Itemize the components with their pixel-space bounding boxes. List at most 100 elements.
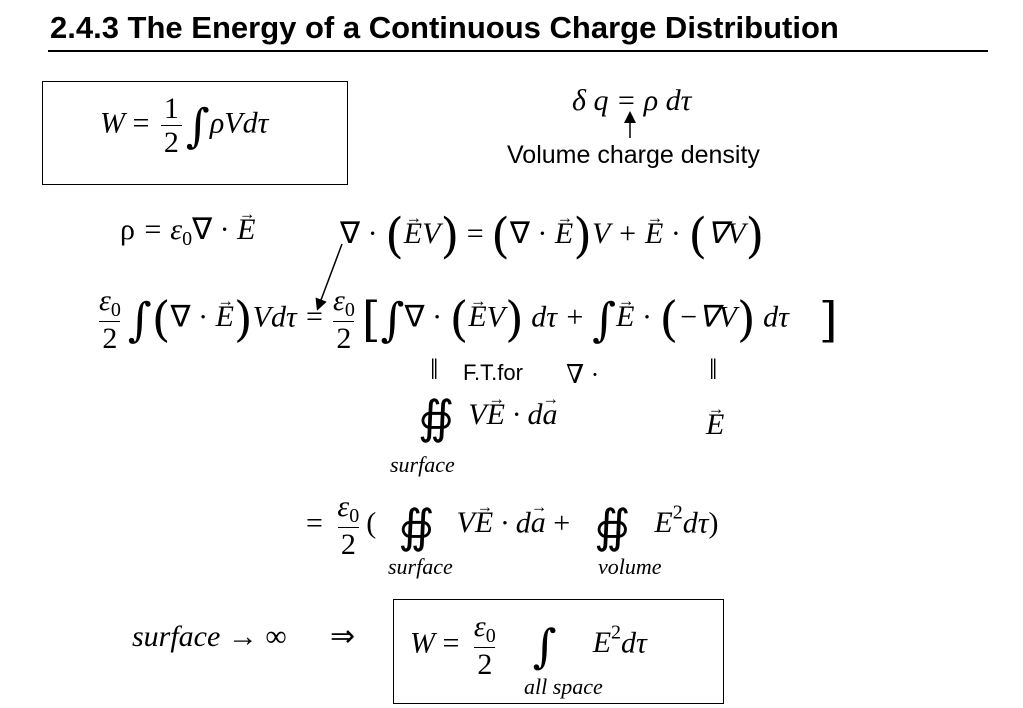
surface-label: surface	[390, 452, 455, 477]
potential-term: V +	[591, 216, 645, 250]
volume-element: dτ	[682, 506, 709, 540]
gauss-law-equation: ρ = ε0∇ · E	[120, 213, 255, 250]
surface-word: surface	[132, 620, 221, 653]
e-field-symbol: E	[592, 626, 612, 660]
energy-line-three: = ε0 2 (∯VE · da +∯E2dτ)	[306, 490, 719, 561]
dot-operator: ·	[634, 300, 660, 334]
surface-label: surface	[388, 554, 453, 579]
volume-element: dτ	[755, 300, 789, 334]
closed-surface-integral-sign: ∯	[398, 498, 435, 553]
integrand-tail: Vdτ	[252, 300, 297, 334]
negative-gradient-v: −∇V	[678, 300, 737, 334]
divergence-operator: ∇ ·	[170, 300, 216, 334]
integral-sign: ∫	[380, 292, 405, 347]
open-paren: (	[491, 208, 510, 264]
energy-formula-box	[42, 81, 348, 185]
integral-sign: ∫	[532, 618, 557, 673]
equivalence-mark: ‖	[709, 353, 718, 386]
one-half-fraction: 1 2	[160, 92, 182, 159]
divergence-operator: ∇ ·	[340, 216, 386, 250]
e-field-vector: E	[475, 508, 493, 538]
fraction-numerator: ε0	[334, 490, 362, 527]
area-element: · d	[493, 506, 531, 540]
implies-arrow: ⇒	[330, 620, 356, 653]
potential-symbol: V	[468, 397, 487, 431]
epsilon-over-two: ε0 2	[471, 610, 499, 681]
potential-symbol: V	[422, 216, 441, 250]
e-field-note: E	[706, 410, 724, 440]
open-paren: (	[366, 506, 377, 540]
rho-symbol: ρ	[120, 213, 135, 246]
surface-limit: surface → ∞	[132, 622, 287, 652]
close-paren: )	[708, 506, 719, 540]
left-bracket: [	[361, 291, 381, 348]
energy-expansion-left: ε0 2 ∫(∇ · E)Vdτ	[92, 284, 297, 355]
w-symbol: W	[410, 626, 435, 660]
e-field-symbol: E	[654, 506, 673, 540]
e-field-vector: E	[706, 410, 724, 440]
integral-sign: ∫	[592, 292, 617, 347]
fraction-denominator: 2	[99, 321, 121, 355]
epsilon-symbol: = ε	[134, 213, 183, 246]
close-paren: )	[504, 291, 524, 348]
energy-expansion-right: ε0 2 [∫∇ · (EV) dτ + ∫E · (−∇V) dτ]	[326, 284, 838, 355]
epsilon-subscript: 0	[485, 625, 496, 647]
close-paren: )	[440, 208, 460, 264]
integral-sign: ∫	[185, 98, 210, 153]
fraction-denominator: 2	[337, 527, 359, 561]
integrand: ρVdτ	[209, 106, 269, 140]
e-field-vector: E	[645, 218, 663, 249]
closed-volume-integral-sign: ∯	[594, 498, 631, 553]
equals-sign: =	[459, 216, 492, 250]
open-paren: (	[659, 291, 679, 348]
epsilon-subscript: 0	[182, 228, 193, 250]
integral-sign: ∫	[127, 292, 152, 347]
close-paren: )	[736, 291, 756, 348]
epsilon-symbol: ε	[337, 490, 350, 523]
volume-element: dτ +	[523, 300, 593, 334]
divergence-symbol-note: ∇ ·	[566, 360, 600, 389]
open-paren: (	[688, 208, 708, 264]
e-field-vector: E	[487, 399, 505, 430]
divergence-operator: ∇ ·	[404, 300, 450, 334]
epsilon-subscript: 0	[349, 505, 360, 527]
fraction-numerator: 1	[163, 92, 179, 125]
e-field-vector: E	[237, 215, 255, 245]
area-vector: a	[542, 399, 557, 430]
open-paren: (	[449, 291, 469, 348]
divergence-operator: ∇ ·	[192, 213, 238, 246]
e-field-vector: E	[616, 302, 634, 332]
final-energy-formula: W = ε0 2 ∫E2dτ	[410, 610, 647, 681]
gradient-v: ∇V	[707, 216, 746, 250]
plus-sign: +	[545, 506, 571, 540]
open-paren: (	[151, 291, 171, 348]
w-symbol: W	[100, 106, 125, 140]
final-energy-box	[393, 599, 724, 704]
e-field-vector: E	[404, 218, 422, 249]
charge-element-equation: δ q = ρ dτ	[572, 84, 692, 117]
fraction-numerator: ε0	[96, 284, 124, 321]
all-space-label: all space	[524, 674, 603, 699]
surface-integral-term: ∯VE · da	[418, 394, 557, 440]
title-underline	[48, 50, 988, 52]
epsilon-over-two: ε0 2	[334, 490, 362, 561]
fraction-denominator: 2	[333, 321, 355, 355]
close-paren: )	[573, 208, 592, 264]
closed-surface-integral-sign: ∯	[418, 390, 455, 444]
close-paren: )	[233, 291, 253, 348]
divergence-operator: ∇ ·	[509, 216, 555, 250]
equals-sign: =	[132, 106, 150, 140]
tends-to-infinity: → ∞	[220, 620, 287, 653]
epsilon-subscript: 0	[110, 299, 121, 321]
fraction-denominator: 2	[474, 647, 496, 681]
epsilon-symbol: ε	[333, 284, 345, 317]
product-rule-equation: ∇ · (EV) = (∇ · E)V + E · (∇V)	[340, 212, 764, 260]
exponent-two: 2	[611, 621, 622, 644]
area-vector: a	[531, 508, 546, 538]
fraction-numerator: ε0	[471, 610, 499, 647]
open-paren: (	[385, 208, 404, 264]
e-field-vector: E	[216, 302, 234, 332]
area-element: · d	[504, 397, 543, 431]
equals-sign: =	[306, 506, 323, 540]
potential-symbol: V	[456, 506, 475, 540]
